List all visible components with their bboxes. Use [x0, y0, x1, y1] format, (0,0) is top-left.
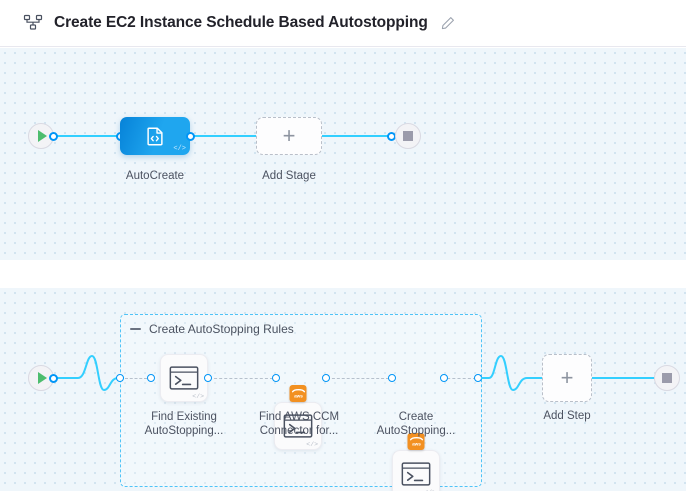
connector-add-to-end: [322, 135, 390, 137]
svg-text:aws: aws: [412, 442, 421, 447]
shell-terminal-icon: [283, 414, 313, 438]
step2-label-line1: Find AWS CCM: [258, 411, 340, 423]
code-template-icon: [147, 127, 163, 146]
add-stage-button[interactable]: +: [256, 117, 322, 155]
stage-code-badge: </>: [173, 145, 186, 153]
step-label-find-aws-ccm: Find AWS CCM Connector for...: [244, 410, 354, 438]
page-header: Create EC2 Instance Schedule Based Autos…: [0, 0, 686, 47]
connector-group-to-add-step: [481, 354, 543, 392]
stop-icon: [403, 131, 413, 141]
aws-logo-icon: aws: [407, 433, 425, 450]
step-node-find-aws-ccm[interactable]: aws </>: [274, 385, 322, 450]
step3-input-port[interactable]: [388, 374, 396, 382]
add-step-label: Add Step: [543, 410, 591, 422]
step3-output-port[interactable]: [440, 374, 448, 382]
play-icon: [38, 130, 47, 142]
stage-node-autocreate[interactable]: </>: [120, 117, 190, 155]
connector-step2-to-step3: [327, 378, 389, 379]
aws-logo-icon: aws: [289, 385, 307, 402]
plus-icon: +: [282, 123, 296, 148]
svg-text:aws: aws: [294, 394, 303, 399]
page-title: Create EC2 Instance Schedule Based Autos…: [54, 14, 428, 31]
pipeline-icon: [22, 12, 44, 34]
pipeline-end-node[interactable]: [395, 123, 421, 149]
connector-add-step-to-end: [592, 377, 662, 379]
step3-code-badge: </>: [424, 489, 436, 491]
stage-start-output-port[interactable]: [49, 373, 58, 383]
step1-code-badge: </>: [192, 393, 204, 400]
stages-canvas[interactable]: </> AutoCreate + Add Stage: [0, 48, 686, 260]
step-label-create-autostopping: Create AutoStopping...: [361, 410, 471, 438]
add-stage-label: Add Stage: [262, 170, 316, 182]
connector-group-to-step1: [125, 378, 147, 379]
pencil-edit-icon[interactable]: [440, 15, 456, 31]
step-node-create-autostopping[interactable]: aws </>: [392, 433, 440, 491]
step1-input-port[interactable]: [147, 374, 155, 382]
stage-label-autocreate: AutoCreate: [125, 170, 185, 182]
step2-code-badge: </>: [306, 441, 318, 448]
connector-start-to-group: [52, 354, 124, 392]
step1-output-port[interactable]: [204, 374, 212, 382]
play-icon: [38, 372, 47, 384]
shell-terminal-icon: [169, 366, 199, 390]
step1-label-line1: Find Existing: [151, 411, 217, 423]
step3-label-line2: AutoStopping...: [376, 425, 456, 437]
plus-icon: +: [560, 365, 574, 390]
start-output-port[interactable]: [49, 131, 58, 141]
add-step-button[interactable]: +: [542, 354, 592, 402]
step-group-title: Create AutoStopping Rules: [149, 322, 294, 336]
connector-stage-to-add: [188, 135, 256, 137]
step1-label-line2: AutoStopping...: [144, 425, 224, 437]
step3-label-line1: Create: [398, 411, 434, 423]
step2-label-line2: Connector for...: [259, 425, 339, 437]
stage-end-node[interactable]: [654, 365, 680, 391]
step2-input-port[interactable]: [272, 374, 280, 382]
connector-step1-to-step2: [209, 378, 273, 379]
stage-output-port[interactable]: [186, 131, 195, 141]
connector-step3-to-groupend: [442, 378, 476, 379]
step-node-find-existing[interactable]: </>: [160, 354, 208, 402]
stop-icon: [662, 373, 672, 383]
step-label-find-existing: Find Existing AutoStopping...: [129, 410, 239, 438]
connector-start-to-stage: [52, 135, 120, 137]
shell-terminal-icon: [401, 462, 431, 486]
step-group-header[interactable]: Create AutoStopping Rules: [130, 322, 294, 336]
step2-output-port[interactable]: [322, 374, 330, 382]
group-input-port[interactable]: [116, 374, 124, 382]
steps-canvas[interactable]: Create AutoStopping Rules </>: [0, 288, 686, 491]
minus-icon[interactable]: [130, 328, 141, 330]
